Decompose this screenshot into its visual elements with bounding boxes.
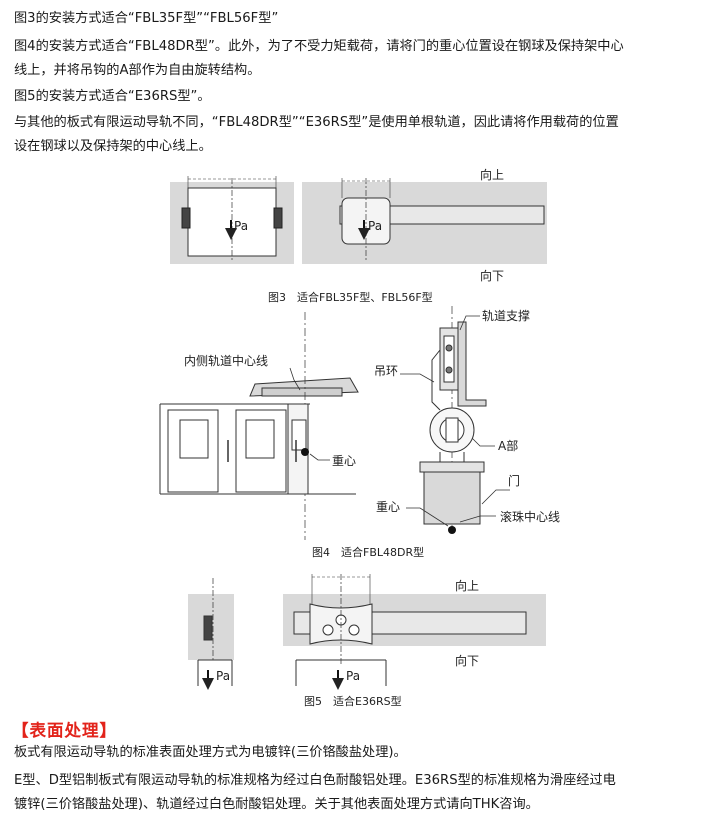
- surface-treatment-heading: 【表面处理】: [12, 721, 117, 740]
- fig4-part-a-label: A部: [498, 439, 519, 453]
- fig5-pa-right: Pa: [346, 669, 361, 683]
- fig3-pa-left: Pa: [234, 219, 249, 233]
- fig4-door-label: 门: [508, 474, 521, 488]
- fig5-right-drawing: [283, 574, 546, 690]
- intro-line-3: 线上，并将吊钩的A部作为自由旋转结构。: [14, 63, 261, 78]
- fig3-pa-right: Pa: [368, 219, 383, 233]
- fig5-down-label: 向下: [455, 654, 480, 668]
- fig4-right-drawing: [289, 306, 510, 534]
- surface-paragraph-1: 板式有限运动导轨的标准表面处理方式为电镀锌(三价铬酸盐处理)。: [14, 745, 407, 760]
- fig5-pa-left: Pa: [216, 669, 231, 683]
- fig4-hanger-label: 吊环: [374, 364, 399, 378]
- fig4-ball-centerline-label: 滚珠中心线: [500, 510, 561, 524]
- intro-line-2: 图4的安装方式适合“FBL48DR型”。此外，为了不受力矩载荷，请将门的重心位置…: [14, 39, 624, 54]
- fig5-up-label: 向上: [455, 579, 480, 593]
- fig3-right-drawing: [302, 178, 547, 264]
- fig4-left-drawing: [159, 312, 359, 540]
- fig4-cg-left-label: 重心: [332, 454, 357, 468]
- fig4-caption: 图4 适合FBL48DR型: [312, 546, 425, 559]
- fig4-rail-support-label: 轨道支撑: [482, 309, 531, 323]
- surface-paragraph-2b: 镀锌(三价铬酸盐处理)、轨道经过白色耐酸铝处理。关于其他表面处理方式请向THK咨…: [14, 797, 539, 812]
- surface-paragraph-2a: E型、D型铝制板式有限运动导轨的标准规格为经过白色耐酸铝处理。E36RS型的标准…: [14, 773, 616, 788]
- fig3-caption: 图3 适合FBL35F型、FBL56F型: [268, 291, 433, 304]
- fig5-left-drawing: [188, 578, 234, 690]
- fig3-down-label: 向下: [480, 269, 505, 283]
- fig5-caption: 图5 适合E36RS型: [304, 695, 402, 708]
- intro-line-5: 与其他的板式有限运动导轨不同，“FBL48DR型”“E36RS型”是使用单根轨道…: [14, 115, 619, 130]
- intro-line-4: 图5的安装方式适合“E36RS型”。: [14, 89, 211, 104]
- fig3-up-label: 向上: [480, 168, 505, 182]
- fig3-left-drawing: [170, 176, 294, 264]
- intro-line-1: 图3的安装方式适合“FBL35F型”“FBL56F型”: [14, 11, 279, 26]
- fig4-cg-right-label: 重心: [376, 500, 401, 514]
- fig4-inner-rail-centerline-label: 内侧轨道中心线: [184, 354, 269, 368]
- intro-line-6: 设在钢球以及保持架的中心线上。: [14, 139, 212, 154]
